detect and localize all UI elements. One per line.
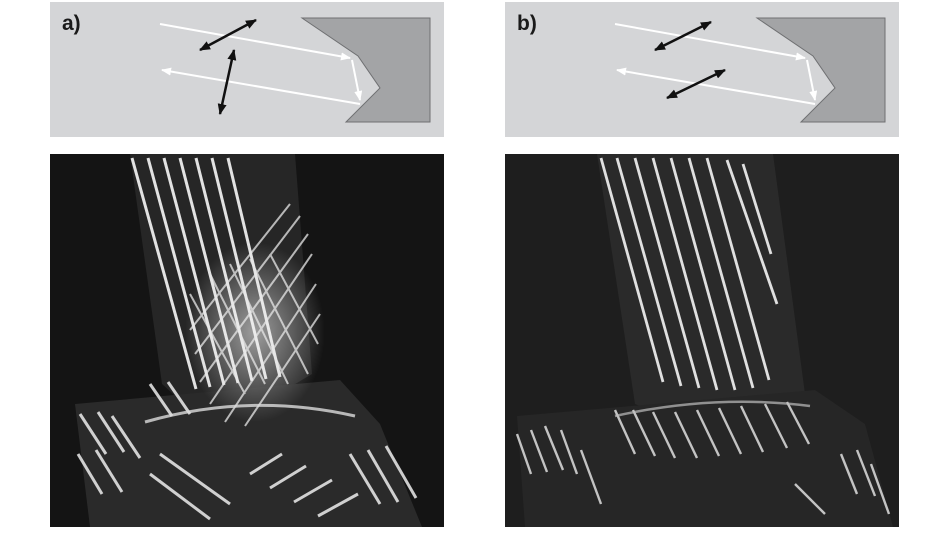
retroreflector-prism-icon xyxy=(300,17,431,123)
blade-surface xyxy=(597,154,805,432)
hub-edge-highlight xyxy=(144,403,356,424)
panel-a-fringe-image xyxy=(50,154,444,527)
panel-a: a) xyxy=(50,2,444,527)
retroreflector-prism-icon xyxy=(755,17,886,123)
panel-b-diagram-svg xyxy=(614,17,886,123)
primary-fringes xyxy=(599,157,779,391)
panel-b-label: b) xyxy=(517,12,537,35)
panel-b-diagram: b) xyxy=(505,2,899,137)
internal-ray xyxy=(351,59,363,101)
panel-a-diagram-svg xyxy=(159,17,431,123)
return-ray xyxy=(161,67,361,105)
double-headed-arrow-icon xyxy=(654,20,712,52)
panel-b: b) xyxy=(505,2,899,527)
panel-a-diagram: a) xyxy=(50,2,444,137)
cross-fringes xyxy=(189,203,321,427)
internal-ray xyxy=(806,59,818,101)
base-fringes xyxy=(515,401,891,515)
panel-b-fringe-image xyxy=(505,154,899,527)
base-fringes xyxy=(76,381,418,521)
panel-a-photo xyxy=(50,154,444,527)
hub-edge-highlight xyxy=(614,400,811,418)
double-headed-arrow-icon xyxy=(217,49,237,115)
double-headed-arrow-icon xyxy=(666,68,726,100)
panel-a-label: a) xyxy=(62,12,81,35)
double-headed-arrow-icon xyxy=(199,18,257,52)
panel-b-photo xyxy=(505,154,899,527)
